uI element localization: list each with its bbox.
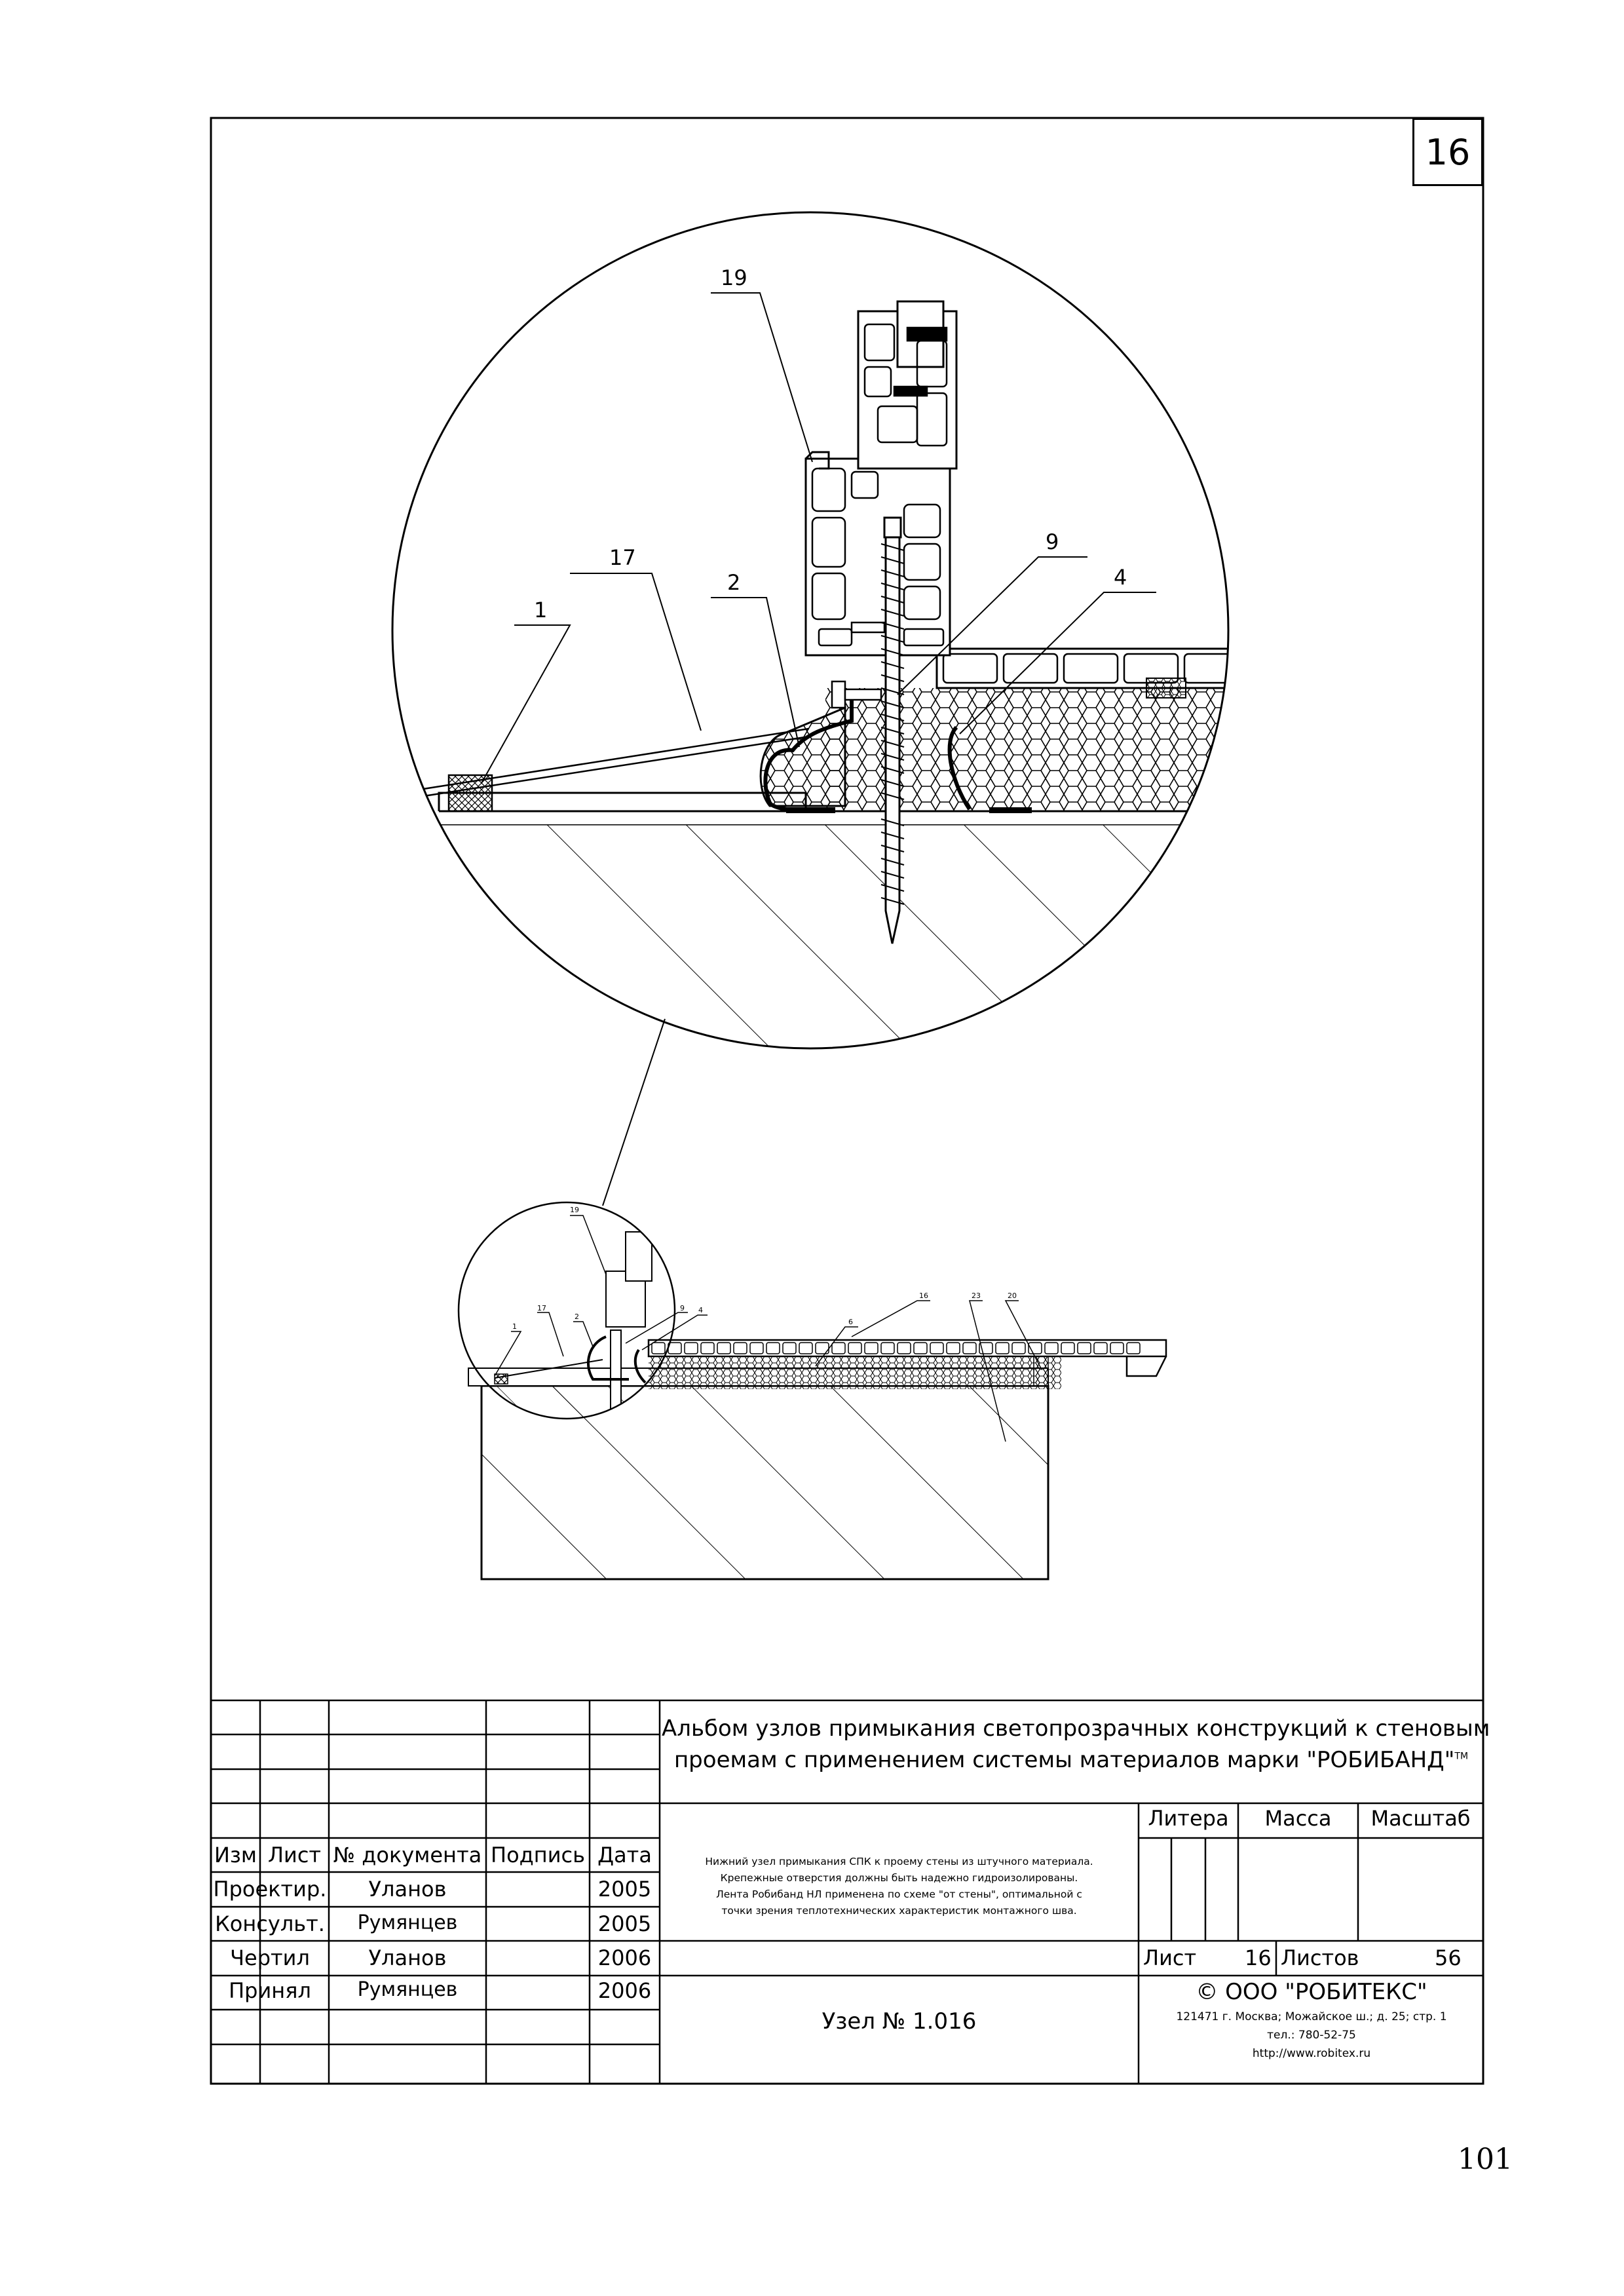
description-line3: Лента Робибанд НЛ применена по схеме "от…: [716, 1888, 1082, 1900]
row-name: Румянцев: [357, 1911, 458, 1934]
row-name: Румянцев: [357, 1978, 458, 2001]
row-role: Консульт.: [215, 1911, 325, 1936]
list-value: 16: [1245, 1945, 1272, 1970]
company-address: 121471 г. Москва; Можайское ш.; д. 25; с…: [1176, 2010, 1447, 2023]
title-block-grid: [210, 1699, 1484, 2085]
description-line1: Нижний узел примыкания СПК к проему стен…: [705, 1856, 1093, 1867]
row-name: Уланов: [368, 1877, 447, 1902]
header-date: Дата: [597, 1843, 652, 1867]
section-overview: [457, 1201, 1167, 1580]
row-role: Принял: [229, 1978, 311, 2003]
row-role: Проектир.: [213, 1877, 327, 1902]
trademark: TM: [1454, 1751, 1469, 1762]
masshtab-label: Масштаб: [1370, 1806, 1471, 1831]
sheet-number: 16: [1412, 118, 1483, 186]
header-list: Лист: [267, 1843, 322, 1867]
album-title-line2-text: проемам с применением системы материалов…: [673, 1747, 1455, 1773]
album-title-line1: Альбом узлов примыкания светопрозрачных …: [662, 1715, 1490, 1742]
listov-value: 56: [1435, 1945, 1462, 1970]
row-name: Уланов: [368, 1945, 447, 1970]
row-role: Чертил: [230, 1945, 310, 1970]
listov-label: Листов: [1281, 1945, 1359, 1970]
callout-2: 2: [727, 570, 741, 595]
description-line4: точки зрения теплотехнических характерис…: [721, 1905, 1077, 1917]
callout-1: 1: [534, 598, 548, 622]
album-title-line2: проемам с применением системы материалов…: [662, 1747, 1481, 1773]
company-name: © ООО "РОБИТЕКС": [1196, 1979, 1427, 2005]
overview-callout-23: 23: [972, 1292, 981, 1300]
overview-callout-16: 16: [919, 1292, 928, 1300]
overview-callout-2: 2: [575, 1312, 579, 1321]
callout-17: 17: [609, 545, 636, 570]
overview-callout-4: 4: [698, 1306, 703, 1314]
list-label: Лист: [1143, 1945, 1197, 1970]
row-date: 2006: [597, 1945, 652, 1970]
overview-callout-19: 19: [570, 1206, 579, 1214]
row-date: 2005: [597, 1877, 652, 1902]
page-number: 101: [1458, 2143, 1513, 2176]
overview-callout-1: 1: [512, 1322, 517, 1331]
description-line2: Крепежные отверстия должны быть надежно …: [720, 1872, 1078, 1884]
row-date: 2005: [597, 1911, 652, 1936]
litera-label: Литера: [1148, 1806, 1229, 1831]
row-date: 2006: [597, 1978, 652, 2003]
callout-4: 4: [1114, 565, 1127, 590]
header-izm: Изм: [214, 1843, 257, 1867]
header-sign: Подпись: [491, 1843, 585, 1867]
callout-9: 9: [1046, 529, 1059, 554]
overview-callout-9: 9: [680, 1304, 685, 1312]
drawing-frame: [210, 117, 1484, 2085]
node-number: Узел № 1.016: [821, 2008, 977, 2035]
overview-callout-17: 17: [537, 1304, 546, 1312]
massa-label: Масса: [1264, 1806, 1332, 1831]
header-doc: № документа: [333, 1843, 482, 1867]
detail-circle: [392, 300, 1228, 1048]
company-website: http://www.robitex.ru: [1252, 2047, 1371, 2060]
company-phone: тел.: 780-52-75: [1267, 2029, 1356, 2042]
overview-callout-20: 20: [1008, 1292, 1017, 1300]
overview-callout-6: 6: [848, 1318, 853, 1326]
callout-19: 19: [721, 265, 747, 290]
